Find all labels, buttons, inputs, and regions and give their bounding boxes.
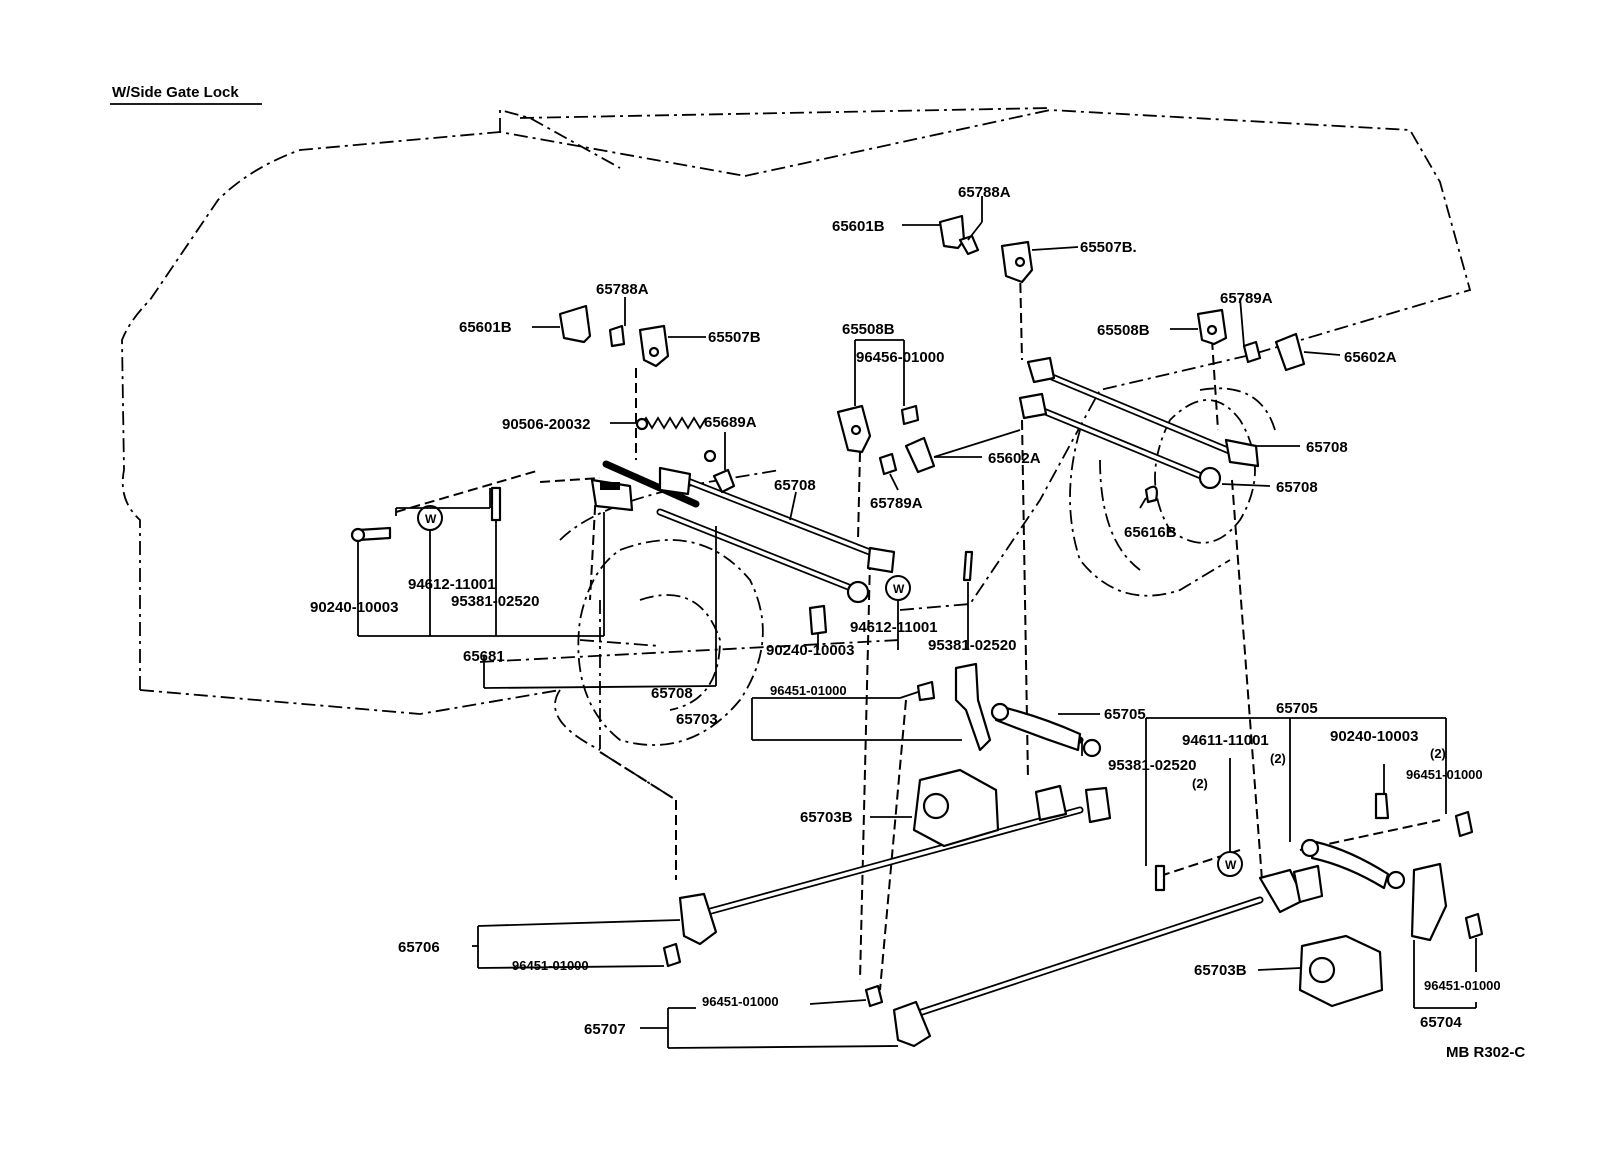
part-label-65788A-left: 65788A	[596, 281, 649, 298]
part-label-90240-qty: (2)	[1430, 746, 1446, 761]
washer-symbol-right: W	[1217, 851, 1243, 877]
part-label-96456-01000: 96456-01000	[856, 349, 944, 366]
part-label-65708-right-lower: 65708	[1276, 479, 1318, 496]
part-label-90240-10003-right: 90240-10003	[1330, 728, 1418, 745]
part-label-94611-qty: (2)	[1270, 751, 1286, 766]
svg-text:W: W	[893, 582, 905, 596]
part-label-65703B-lower: 65703B	[1194, 962, 1247, 979]
part-label-65703B-upper: 65703B	[800, 809, 853, 826]
part-label-65602A-center: 65602A	[988, 450, 1041, 467]
washer-symbol-left: W	[417, 505, 443, 531]
part-label-95381-02520-left: 95381-02520	[451, 593, 539, 610]
part-label-65789A-right: 65789A	[1220, 290, 1273, 307]
part-label-96451-01000-d: 96451-01000	[702, 994, 779, 1009]
front-wheel	[577, 539, 764, 746]
part-label-65681: 65681	[463, 648, 505, 665]
part-label-90506-20032: 90506-20032	[502, 416, 590, 433]
part-label-65507B-left: 65507B	[708, 329, 761, 346]
part-label-90240-10003-middle: 90240-10003	[766, 642, 854, 659]
part-label-65708-lower: 65708	[651, 685, 693, 702]
part-label-65508B-center: 65508B	[842, 321, 895, 338]
part-label-65616B: 65616B	[1124, 524, 1177, 541]
part-label-65704: 65704	[1420, 1014, 1462, 1031]
part-label-65708-center: 65708	[774, 477, 816, 494]
part-label-96451-01000-e: 96451-01000	[1424, 978, 1501, 993]
rear-wheel	[1069, 387, 1276, 597]
part-label-96451-01000-c: 96451-01000	[512, 958, 589, 973]
drawing-code: MB R302-C	[1446, 1044, 1525, 1061]
part-labels: 65788A 65601B 65507B. 65788A 65601B 6550…	[310, 184, 1525, 1061]
part-label-90240-10003-left: 90240-10003	[310, 599, 398, 616]
part-label-94612-11001-middle: 94612-11001	[850, 619, 938, 636]
part-label-65708-right-upper: 65708	[1306, 439, 1348, 456]
vehicle-body-outline	[121, 107, 1472, 801]
parts	[350, 214, 1484, 1048]
part-label-65507B-upper: 65507B.	[1080, 239, 1137, 256]
washer-symbols: W W W	[417, 505, 1243, 877]
part-label-94612-11001-left: 94612-11001	[408, 576, 496, 593]
svg-text:W: W	[1225, 858, 1237, 872]
leader-lines	[357, 196, 1477, 1049]
part-label-65788A-upper: 65788A	[958, 184, 1011, 201]
part-label-65703: 65703	[676, 711, 718, 728]
part-label-96451-01000-b: 96451-01000	[1406, 767, 1483, 782]
part-label-96451-01000-a: 96451-01000	[770, 683, 847, 698]
part-label-65601B-upper: 65601B	[832, 218, 885, 235]
part-label-65689A: 65689A	[704, 414, 757, 431]
part-label-94611-11001: 94611-11001	[1182, 732, 1269, 749]
part-label-95381-02520-middle: 95381-02520	[928, 637, 1016, 654]
washer-symbol-middle: W	[885, 575, 911, 601]
part-label-95381-qty: (2)	[1192, 776, 1208, 791]
part-label-95381-02520-right: 95381-02520	[1108, 757, 1196, 774]
part-label-65705-upper: 65705	[1104, 706, 1146, 723]
part-label-65706: 65706	[398, 939, 440, 956]
part-label-65601B-left: 65601B	[459, 319, 512, 336]
diagram-title: W/Side Gate Lock	[112, 84, 239, 101]
rods	[602, 368, 1394, 1020]
svg-text:W: W	[425, 512, 437, 526]
part-label-65707: 65707	[584, 1021, 626, 1038]
part-label-65789A-center: 65789A	[870, 495, 923, 512]
part-label-65508B-right: 65508B	[1097, 322, 1150, 339]
part-label-65705-right: 65705	[1276, 700, 1318, 717]
part-label-65602A-right: 65602A	[1344, 349, 1397, 366]
